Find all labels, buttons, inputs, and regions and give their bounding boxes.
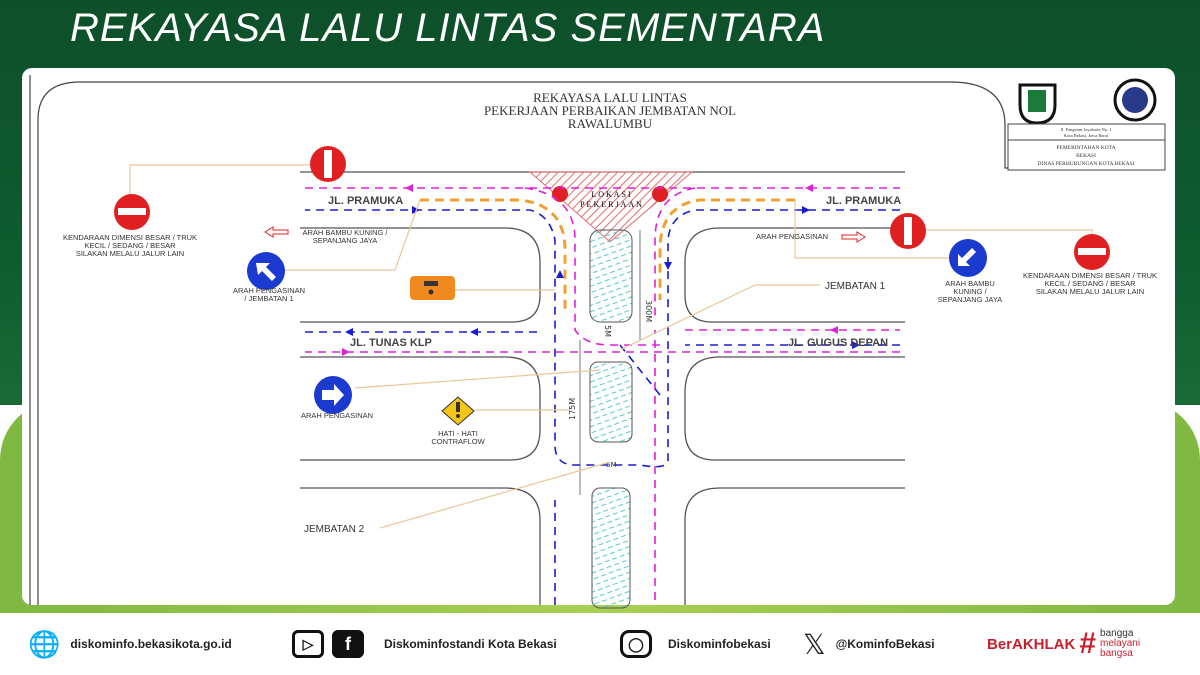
arrow-right-outline-icon [841, 231, 866, 243]
bridge-labels: JEMBATAN 1 JEMBATAN 2 [304, 281, 886, 535]
svg-text:Kota Bekasi, Jawa Barat: Kota Bekasi, Jawa Barat [1064, 133, 1109, 139]
svg-text:CONTRAFLOW: CONTRAFLOW [431, 437, 485, 446]
facebook-icon: f [332, 630, 364, 658]
svg-text:BEKASI: BEKASI [1076, 153, 1096, 159]
no-entry-sign-icon [310, 146, 346, 182]
youtube-facebook-link[interactable]: ▷ f Diskominfostandi Kota Bekasi [292, 630, 557, 658]
svg-text:SEPANJANG JAYA: SEPANJANG JAYA [313, 236, 378, 245]
barrier-icon [410, 276, 455, 300]
svg-text:JEMBATAN 2: JEMBATAN 2 [304, 524, 365, 535]
svg-text:RAWALUMBU: RAWALUMBU [568, 116, 653, 131]
page-title: REKAYASA LALU LINTAS SEMENTARA [70, 6, 826, 50]
no-entry-sign-icon [890, 213, 926, 249]
road-names: JL. PRAMUKA JL. PRAMUKA JL. TUNAS KLP JL… [328, 195, 901, 349]
berakhlak-logo: BerAKHLAK # bangga melayani bangsa [987, 627, 1140, 661]
no-entry-sign-icon [1074, 234, 1110, 270]
svg-text:PEKERJAAN: PEKERJAAN [580, 200, 644, 209]
bridge-1-south [589, 361, 633, 443]
svg-text:JL. TUNAS KLP: JL. TUNAS KLP [350, 337, 432, 349]
svg-text:ARAH PENGASINAN: ARAH PENGASINAN [233, 286, 305, 295]
traffic-flow-pink [305, 187, 900, 600]
work-zone: LOKASI PEKERJAAN [528, 171, 694, 243]
svg-text:JEMBATAN 1: JEMBATAN 1 [825, 281, 886, 292]
svg-text:ARAH BAMBU KUNING /: ARAH BAMBU KUNING / [302, 228, 388, 237]
svg-text:JL. PRAMUKA: JL. PRAMUKA [826, 195, 901, 207]
bangga-melayani-bangsa: bangga melayani bangsa [1100, 629, 1140, 659]
bridge-medians [589, 229, 633, 609]
svg-text:SILAKAN MELALU JALUR LAIN: SILAKAN MELALU JALUR LAIN [1036, 287, 1144, 296]
website-text: diskominfo.bekasikota.go.id [70, 637, 232, 651]
svg-text:JL. PRAMUKA: JL. PRAMUKA [328, 195, 403, 207]
hashtag-icon: # [1079, 627, 1097, 660]
road-edges [300, 171, 905, 605]
berakhlak-text: BerAKHLAK [987, 635, 1076, 653]
svg-text:175M: 175M [568, 398, 577, 420]
info-box: Jl. Pangeran Jayakarta No. 1 Kota Bekasi… [1007, 123, 1166, 171]
youtube-facebook-text: Diskominfostandi Kota Bekasi [384, 637, 557, 651]
warning-sign-icon [441, 396, 475, 426]
svg-text:HATI - HATI: HATI - HATI [438, 429, 478, 438]
svg-text:REKAYASA LALU LINTAS: REKAYASA LALU LINTAS [533, 90, 687, 105]
kota-bekasi-logo [1018, 83, 1057, 125]
bridge-1 [589, 229, 633, 323]
sheet-border [29, 75, 1165, 605]
svg-text:/ JEMBATAN 1: / JEMBATAN 1 [244, 294, 293, 303]
svg-text:Jl. Pangeran Jayakarta No. 1: Jl. Pangeran Jayakarta No. 1 [1060, 127, 1111, 132]
sign-labels: KENDARAAN DIMENSI BESAR / TRUK KECIL / S… [63, 228, 1157, 446]
dimension-labels: 300M 5M 175M 5M [568, 300, 653, 469]
svg-text:KENDARAAN DIMENSI BESAR / TRUK: KENDARAAN DIMENSI BESAR / TRUK [63, 233, 197, 242]
svg-text:ARAH PENGASINAN: ARAH PENGASINAN [301, 411, 373, 420]
svg-text:KECIL / SEDANG / BESAR: KECIL / SEDANG / BESAR [85, 241, 177, 250]
arrow-left-outline-icon [264, 226, 289, 238]
svg-text:ARAH BAMBU: ARAH BAMBU [945, 279, 995, 288]
dishub-logo [1113, 78, 1157, 122]
x-link[interactable]: 𝕏 @KominfoBekasi [803, 628, 935, 661]
x-icon: 𝕏 [803, 628, 826, 660]
direction-sign-right-icon [314, 376, 352, 414]
instagram-icon: ◯ [620, 630, 652, 658]
svg-text:PEKERJAAN PERBAIKAN JEMBATAN N: PEKERJAAN PERBAIKAN JEMBATAN NOL [484, 103, 736, 118]
instagram-link[interactable]: ◯ Diskominfobekasi [620, 630, 771, 658]
no-entry-sign-icon [114, 194, 150, 230]
direction-sign-down-left-icon [949, 239, 987, 277]
svg-text:KECIL / SEDANG / BESAR: KECIL / SEDANG / BESAR [1045, 279, 1137, 288]
direction-sign-up-left-icon [247, 252, 285, 290]
svg-text:KUNING /: KUNING / [953, 287, 987, 296]
svg-text:KENDARAAN DIMENSI BESAR / TRUK: KENDARAAN DIMENSI BESAR / TRUK [1023, 271, 1157, 280]
traffic-flow-blue [305, 209, 900, 605]
bangsa-text: bangsa [1100, 648, 1133, 659]
traffic-flow-orange [420, 198, 795, 310]
svg-text:5M: 5M [606, 461, 617, 469]
footer: 🌐 diskominfo.bekasikota.go.id ▷ f Diskom… [0, 613, 1200, 675]
svg-text:SEPANJANG JAYA: SEPANJANG JAYA [938, 295, 1003, 304]
leader-lines [129, 164, 1093, 529]
svg-text:ARAH PENGASINAN: ARAH PENGASINAN [756, 232, 828, 241]
svg-text:JL. GUGUS DEPAN: JL. GUGUS DEPAN [788, 337, 888, 349]
svg-text:5M: 5M [603, 325, 612, 337]
no-entry-sign-icon [652, 186, 668, 202]
bangga-text: bangga [1100, 628, 1134, 639]
svg-text:LOKASI: LOKASI [591, 190, 632, 199]
melayani-text: melayani [1100, 638, 1141, 649]
svg-text:300M: 300M [644, 300, 653, 322]
bridge-2 [591, 487, 631, 609]
x-text: @KominfoBekasi [835, 637, 935, 651]
svg-text:PEMERINTAHAN KOTA: PEMERINTAHAN KOTA [1056, 145, 1115, 151]
instagram-text: Diskominfobekasi [668, 637, 771, 651]
globe-icon: 🌐 [28, 628, 61, 659]
youtube-icon: ▷ [292, 630, 324, 658]
svg-text:SILAKAN MELALU JALUR LAIN: SILAKAN MELALU JALUR LAIN [76, 249, 184, 258]
diagram-title: REKAYASA LALU LINTAS PEKERJAAN PERBAIKAN… [484, 90, 736, 131]
svg-text:DINAS PERHUBUNGAN KOTA BEKASI: DINAS PERHUBUNGAN KOTA BEKASI [1038, 161, 1135, 167]
website-link[interactable]: 🌐 diskominfo.bekasikota.go.id [28, 629, 232, 660]
arrowheads [342, 184, 860, 356]
